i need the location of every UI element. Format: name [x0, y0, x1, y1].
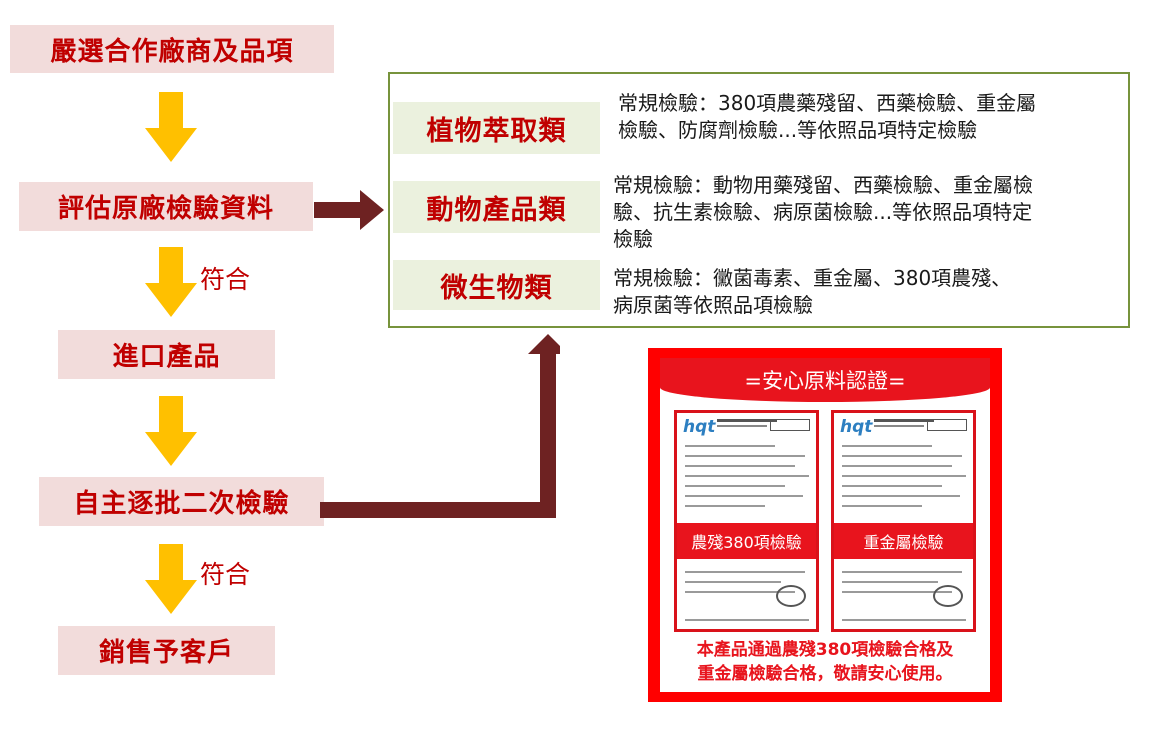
report-tag [927, 419, 967, 431]
step-import-product: 進口產品 [58, 330, 275, 379]
report-header-line [874, 425, 924, 427]
report-text-line [685, 445, 775, 447]
category-microbial-desc: 常規檢驗：黴菌毒素、重金屬、380項農殘、 病原菌等依照品項檢驗 [613, 265, 1011, 319]
desc-line: 常規檢驗：380項農藥殘留、西藥檢驗、重金屬 [618, 91, 1037, 115]
step-sell-to-customer: 銷售予客戶 [58, 626, 275, 675]
report-text-line [685, 581, 781, 583]
certificate-title: =安心原料認證= [660, 358, 990, 402]
category-microbial: 微生物類 [393, 260, 600, 310]
desc-line: 病原菌等依照品項檢驗 [613, 293, 813, 317]
step-evaluate-origin-data: 評估原廠檢驗資料 [19, 182, 313, 231]
down-arrow-2 [145, 247, 197, 317]
down-arrow-4 [145, 544, 197, 614]
report-pesticide-label: 農殘380項檢驗 [677, 523, 816, 559]
step-batch-retest: 自主逐批二次檢驗 [39, 477, 324, 526]
desc-line: 驗、抗生素檢驗、病原菌檢驗...等依照品項特定 [613, 200, 1033, 224]
certificate-statement-line: 重金屬檢驗合格，敬請安心使用。 [697, 664, 953, 684]
arrow-label-pass-2: 符合 [200, 560, 251, 589]
category-plant-extract: 植物萃取類 [393, 102, 600, 154]
report-text-line [842, 505, 922, 507]
report-text-line [685, 465, 795, 467]
report-pesticide: hqt 農殘380項檢驗 [674, 410, 819, 632]
report-text-line [842, 465, 952, 467]
category-plant-extract-desc: 常規檢驗：380項農藥殘留、西藥檢驗、重金屬 檢驗、防腐劑檢驗...等依照品項特… [618, 90, 1036, 144]
step-select-suppliers: 嚴選合作廠商及品項 [10, 25, 334, 73]
certificate-statement-line: 本產品通過農殘380項檢驗合格及 [696, 640, 954, 660]
report-text-line [842, 485, 942, 487]
report-text-line [685, 455, 805, 457]
inspection-detail-box [388, 72, 1130, 328]
report-heavy-metal-label: 重金屬檢驗 [834, 523, 973, 559]
hqt-logo: hqt [683, 417, 716, 437]
report-seal-icon [776, 585, 806, 607]
certificate-statement: 本產品通過農殘380項檢驗合格及 重金屬檢驗合格，敬請安心使用。 [660, 638, 990, 686]
report-text-line [685, 591, 795, 593]
report-text-line [842, 475, 966, 477]
report-tag [770, 419, 810, 431]
right-arrow-connector [314, 190, 384, 230]
report-text-line [685, 505, 765, 507]
arrow-label-pass-1: 符合 [200, 265, 251, 294]
report-header-line [874, 419, 934, 422]
report-text-line [842, 619, 966, 621]
report-text-line [842, 495, 960, 497]
report-text-line [685, 485, 785, 487]
report-text-line [685, 475, 809, 477]
hqt-logo: hqt [840, 417, 873, 437]
report-text-line [685, 495, 803, 497]
desc-line: 檢驗、防腐劑檢驗...等依照品項特定檢驗 [618, 118, 978, 142]
elbow-arrow-connector [320, 334, 560, 518]
category-animal-product: 動物產品類 [393, 181, 600, 233]
certificate-panel: =安心原料認證= hqt 農殘380項檢驗 hqt [660, 358, 990, 692]
report-text-line [685, 571, 805, 573]
report-header-line [717, 425, 767, 427]
down-arrow-3 [145, 396, 197, 466]
desc-line: 常規檢驗：黴菌毒素、重金屬、380項農殘、 [613, 266, 1012, 290]
report-text-line [842, 455, 962, 457]
report-text-line [842, 591, 952, 593]
report-text-line [685, 619, 809, 621]
report-text-line [842, 571, 962, 573]
desc-line: 檢驗 [613, 227, 653, 251]
category-animal-product-desc: 常規檢驗：動物用藥殘留、西藥檢驗、重金屬檢 驗、抗生素檢驗、病原菌檢驗...等依… [613, 172, 1033, 253]
report-text-line [842, 581, 938, 583]
report-text-line [842, 445, 932, 447]
report-heavy-metal: hqt 重金屬檢驗 [831, 410, 976, 632]
certificate-image: =安心原料認證= hqt 農殘380項檢驗 hqt [648, 348, 1002, 702]
down-arrow-1 [145, 92, 197, 162]
report-header-line [717, 419, 777, 422]
desc-line: 常規檢驗：動物用藥殘留、西藥檢驗、重金屬檢 [613, 173, 1033, 197]
report-seal-icon [933, 585, 963, 607]
